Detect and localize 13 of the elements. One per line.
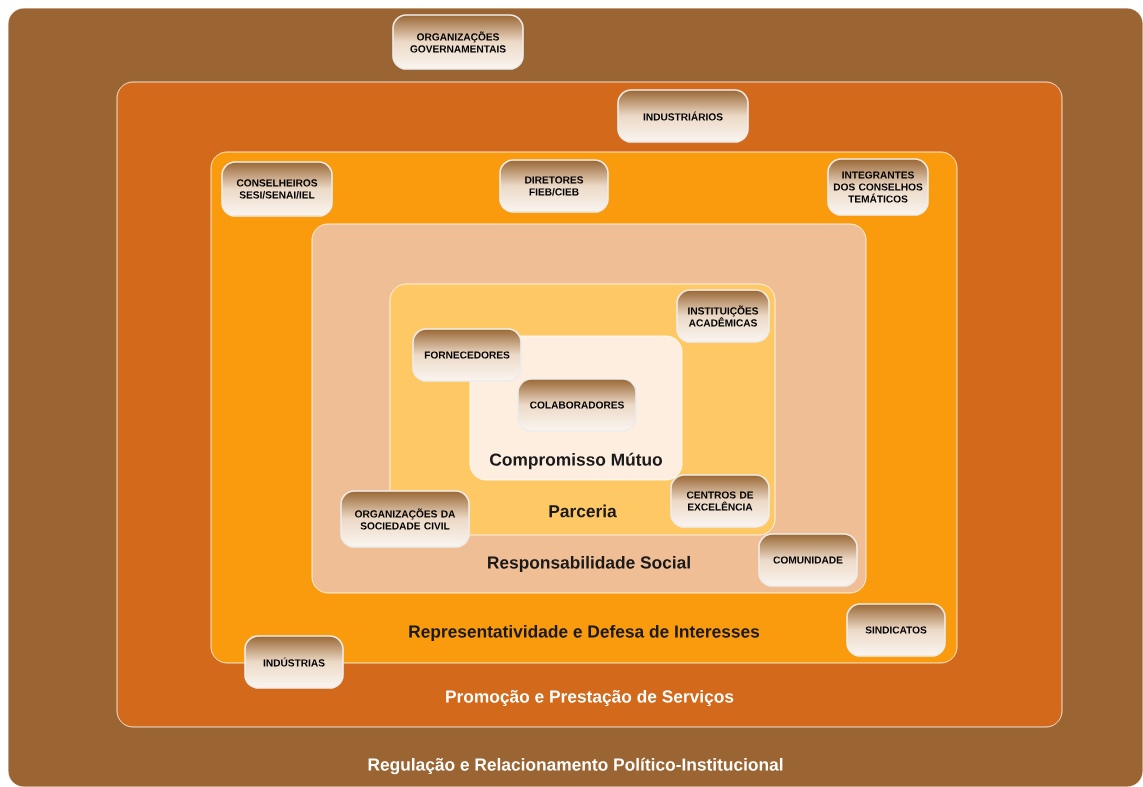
rounded-box: SINDICATOS — [846, 603, 946, 657]
rounded-box: INSTITUIÇÕES ACADÊMICAS — [676, 289, 770, 343]
rounded-box: CONSELHEIROS SESI/SENAI/IEL — [221, 161, 333, 217]
rounded-box: COLABORADORES — [517, 378, 637, 432]
rounded-box: INDÚSTRIAS — [244, 635, 344, 689]
rounded-box: CENTROS DE EXCELÊNCIA — [670, 474, 770, 528]
rounded-box: COMUNIDADE — [758, 533, 858, 587]
rounded-box: ORGANIZAÇÕES GOVERNAMENTAIS — [392, 14, 524, 70]
rounded-box: INDUSTRIÁRIOS — [617, 89, 749, 143]
rounded-box: ORGANIZAÇÕES DA SOCIEDADE CIVIL — [340, 490, 470, 548]
rounded-box: DIRETORES FIEB/CIEB — [499, 159, 609, 213]
rounded-box: FORNECEDORES — [412, 328, 522, 382]
rounded-box: INTEGRANTES DOS CONSELHOS TEMÁTICOS — [827, 158, 929, 216]
